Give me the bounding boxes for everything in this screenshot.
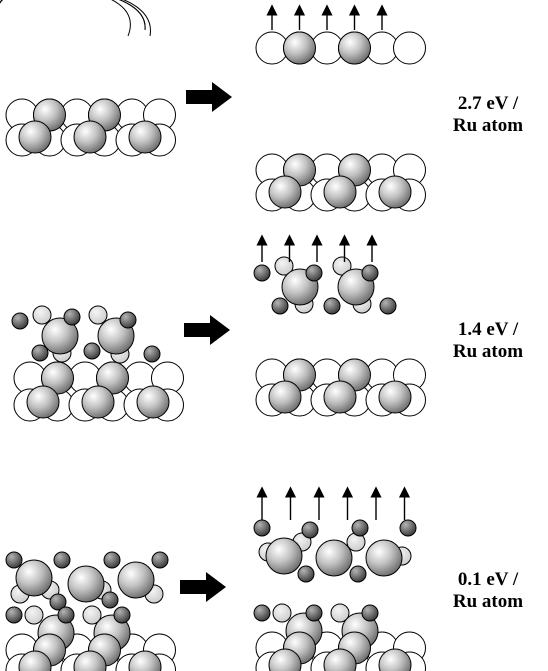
adsorbate-dark-atom [253, 604, 271, 622]
adsorbate-dark-atom [83, 342, 101, 360]
layer-outline [0, 0, 151, 37]
adsorbate-dark-atom [103, 551, 121, 569]
energy-label-row-2: 1.4 eV / Ru atom [428, 319, 548, 363]
adsorbate-dark-atom [57, 606, 75, 624]
ru-atom [268, 648, 302, 671]
layer-outline [0, 0, 146, 31]
adsorbate-dark-atom [151, 551, 169, 569]
adsorbate-dark-atom [53, 551, 71, 569]
ru-atom [67, 565, 105, 603]
adsorbate-dark-atom [323, 297, 341, 315]
ru-atom [18, 650, 52, 671]
adsorbate-dark-atom [253, 519, 271, 537]
ru-atom [73, 120, 107, 154]
adsorbate-dark-atom [31, 344, 49, 362]
adsorbate-light-atom [24, 605, 44, 625]
ru-atom [338, 31, 371, 65]
adsorbate-dark-atom [379, 297, 397, 315]
energy-unit: Ru atom [452, 591, 524, 612]
ru-atom [323, 380, 357, 414]
lattice-atom [393, 31, 426, 65]
adsorbate-dark-atom [297, 565, 315, 583]
ru-atom [136, 385, 170, 419]
layer-outline [0, 0, 131, 37]
adsorbate-dark-atom [351, 519, 369, 537]
adsorbate-dark-atom [63, 308, 81, 326]
reaction-arrow-icon [180, 572, 226, 602]
ru-atom [378, 380, 412, 414]
ru-atom [128, 650, 162, 671]
ru-atom [73, 650, 107, 671]
adsorbate-light-atom [88, 305, 108, 325]
adsorbate-dark-atom [305, 604, 323, 622]
adsorbate-dark-atom [301, 521, 319, 539]
adsorbate-dark-atom [361, 264, 379, 282]
arrow-layer [180, 4, 411, 602]
adsorbate-light-atom [272, 603, 292, 623]
ru-atom [323, 648, 357, 671]
adsorbate-dark-atom [49, 593, 67, 611]
energy-unit: Ru atom [452, 341, 524, 362]
layer-outline [0, 0, 146, 31]
adsorbate-dark-atom [143, 345, 161, 363]
ru-atom [378, 175, 412, 209]
energy-label-row-3: 0.1 eV / Ru atom [428, 569, 548, 613]
ru-atom [15, 559, 53, 597]
energy-unit: Ru atom [452, 115, 524, 136]
ru-atom [128, 120, 162, 154]
ru-atom-layer [15, 31, 412, 671]
adsorbate-dark-atom [101, 591, 119, 609]
energy-value: 1.4 eV / [457, 319, 519, 340]
ru-atom [41, 361, 74, 395]
adsorbate-dark-atom [5, 551, 23, 569]
ru-atom [265, 537, 303, 575]
adsorbate-light-atom [32, 305, 52, 325]
adsorbate-dark-atom [11, 312, 29, 330]
ru-atom [378, 648, 412, 671]
ru-atom [268, 175, 302, 209]
energy-label-row-1: 2.7 eV / Ru atom [428, 93, 548, 137]
adsorbate-front-layer [5, 264, 417, 624]
adsorbate-light-atom [330, 603, 350, 623]
adsorbate-dark-atom [253, 264, 271, 282]
reaction-arrow-icon [184, 315, 230, 345]
ru-atom [283, 31, 316, 65]
ru-atom [117, 561, 155, 599]
adsorbate-dark-atom [399, 519, 417, 537]
energy-value: 0.1 eV / [457, 569, 519, 590]
ru-atom [268, 380, 302, 414]
adsorbate-light-atom [82, 605, 102, 625]
adsorbate-dark-atom [113, 606, 131, 624]
ru-atom [96, 361, 129, 395]
adsorbate-light-atom [274, 256, 294, 276]
adsorbate-dark-atom [349, 565, 367, 583]
ru-atom [26, 385, 60, 419]
reaction-arrow-icon [186, 82, 232, 112]
ru-atom [323, 175, 357, 209]
ru-atom [81, 385, 115, 419]
adsorbate-dark-atom [119, 311, 137, 329]
adsorbate-dark-atom [271, 297, 289, 315]
ru-atom [365, 539, 403, 577]
energy-value: 2.7 eV / [457, 93, 519, 114]
ru-atom [18, 120, 52, 154]
adsorbate-dark-atom [5, 606, 23, 624]
ru-atom [41, 317, 79, 355]
adsorbate-dark-atom [305, 264, 323, 282]
adsorbate-dark-atom [361, 604, 379, 622]
ru-atom [315, 539, 353, 577]
